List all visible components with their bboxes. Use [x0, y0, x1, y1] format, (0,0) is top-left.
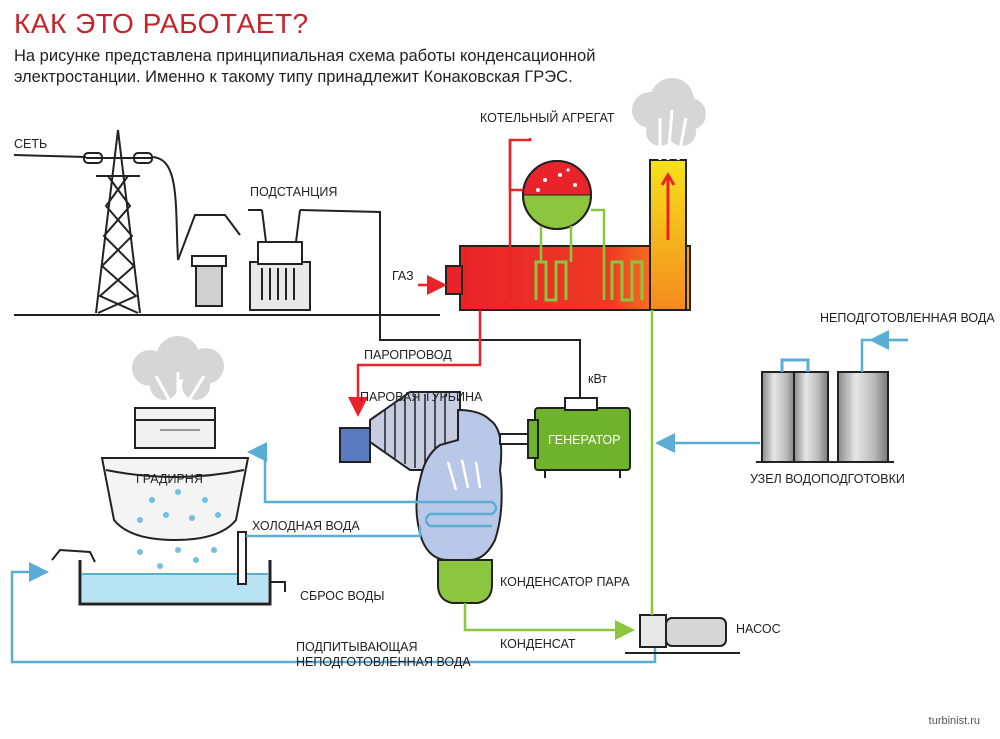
label-cooling-tower: ГРАДИРНЯ — [136, 472, 203, 486]
label-gas: ГАЗ — [392, 269, 414, 283]
label-substation: ПОДСТАНЦИЯ — [250, 185, 338, 199]
chimney-smoke-icon — [632, 78, 706, 146]
pump-icon — [625, 614, 740, 654]
label-steam-turbine: ПАРОВАЯ ТУРБИНА — [360, 390, 483, 404]
steam-pipe — [348, 310, 482, 417]
cooling-tower-icon — [100, 336, 250, 569]
label-condenser: КОНДЕНСАТОР ПАРА — [500, 575, 630, 589]
generator-icon — [527, 397, 631, 478]
boiler-icon — [445, 138, 691, 311]
label-makeup-water: ПОДПИТЫВАЮЩАЯ НЕПОДГОТОВЛЕННАЯ ВОДА — [296, 640, 471, 669]
substation-transformer-icon — [177, 209, 581, 410]
turbine-icon — [339, 391, 541, 561]
label-boiler: КОТЕЛЬНЫЙ АГРЕГАТ — [480, 111, 615, 125]
condenser-hotwell — [437, 559, 493, 604]
label-water-treatment: УЗЕЛ ВОДОПОДГОТОВКИ — [750, 472, 905, 486]
condenser-coil — [420, 500, 498, 528]
label-pump: НАСОС — [736, 622, 781, 636]
label-grid: СЕТЬ — [14, 137, 48, 151]
cold-water-pipe — [246, 526, 422, 538]
cooling-basin-icon — [51, 531, 286, 606]
credit-text: turbinist.ru — [928, 715, 980, 727]
cooling-water-return-pipe — [247, 442, 420, 504]
label-condensate: КОНДЕНСАТ — [500, 637, 576, 651]
page-title: КАК ЭТО РАБОТАЕТ? — [14, 8, 309, 39]
label-kw: кВт — [588, 372, 608, 386]
water-treatment-tanks-icon — [756, 338, 908, 463]
label-generator: ГЕНЕРАТОР — [548, 433, 621, 447]
label-cold-water: ХОЛОДНАЯ ВОДА — [252, 519, 360, 533]
page-subtitle: На рисунке представлена принципиальная с… — [14, 47, 596, 86]
condenser-steam-arrows — [446, 459, 482, 491]
grid-wire — [13, 154, 179, 261]
condensate-pipe — [463, 603, 635, 640]
label-steam-pipe: ПАРОПРОВОД — [364, 348, 452, 362]
chimney-flow-arrows — [660, 172, 676, 240]
label-raw-water: НЕПОДГОТОВЛЕННАЯ ВОДА — [820, 311, 995, 325]
transmission-tower-icon — [83, 129, 153, 314]
label-water-discharge: СБРОС ВОДЫ — [300, 589, 385, 603]
